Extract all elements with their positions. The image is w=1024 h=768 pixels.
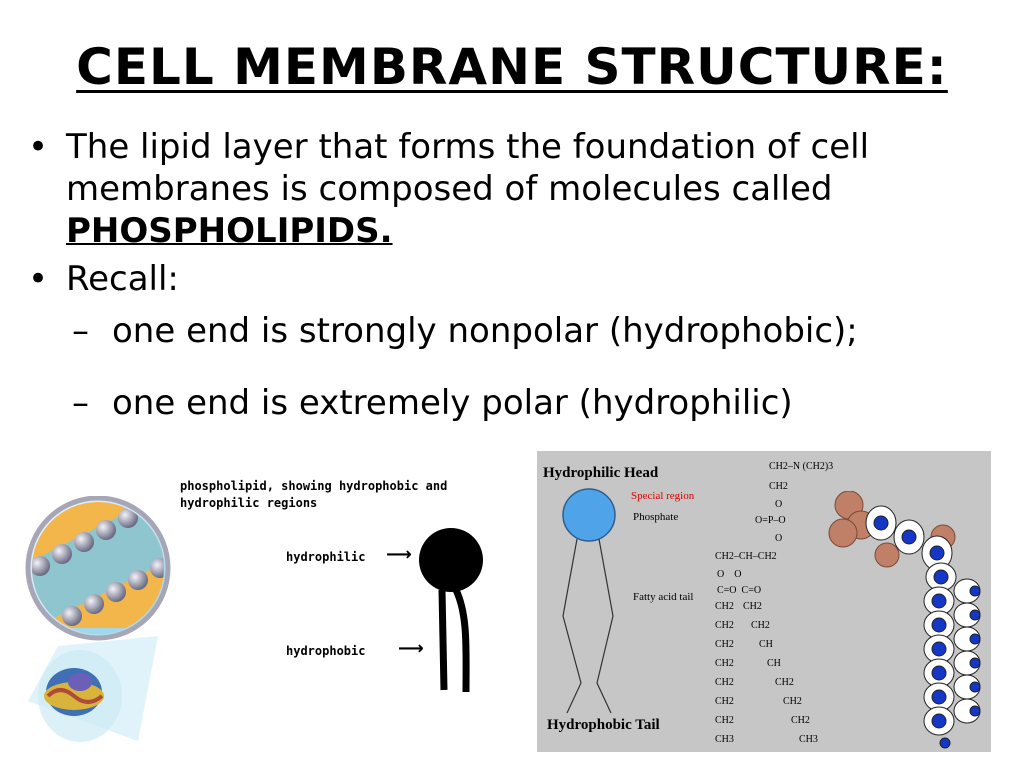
chem-glycerol: CH2–CH–CH2	[715, 551, 777, 562]
sub-bullet-text: one end is extremely polar (hydrophilic)	[112, 383, 793, 423]
chain-group: CH2	[791, 715, 810, 726]
bullet-marker: •	[28, 127, 49, 167]
phospholipid-structure-figure: Hydrophilic Head Special region Phosphat…	[537, 451, 991, 752]
phospholipid-icon	[419, 528, 483, 693]
fatty-acid-tail-label: Fatty acid tail	[633, 591, 694, 603]
bilayer-model	[828, 491, 981, 749]
chem-ester-oxygens: O O	[717, 569, 742, 580]
arrow-icon: ⟶	[386, 544, 412, 565]
chain-group: CH2	[783, 696, 802, 707]
sub-bullet-text: one end is strongly nonpolar (hydrophobi…	[112, 311, 858, 351]
dash-marker: –	[72, 383, 89, 423]
phosphate-label: Phosphate	[633, 511, 679, 523]
chain-group: CH3	[799, 734, 818, 745]
dash-marker: –	[72, 311, 89, 351]
chain-group: CH2	[715, 639, 734, 650]
hydrophobic-label: hydrophobic	[286, 644, 366, 658]
chem-oxygen: O	[775, 533, 783, 544]
chain-group: CH2	[715, 620, 734, 631]
chain-group: CH	[759, 639, 773, 650]
chem-carbonyls: C=O C=O	[717, 585, 762, 596]
bullet-text: The lipid layer that forms the foundatio…	[66, 127, 870, 209]
chain-group: CH2	[715, 696, 734, 707]
bullet-text: Recall:	[66, 259, 179, 299]
arrow-icon: ⟶	[398, 638, 424, 659]
hydrophilic-label: hydrophilic	[286, 550, 366, 564]
hydrophilic-head-label: Hydrophilic Head	[543, 465, 659, 481]
chain-group: CH2	[715, 677, 734, 688]
chain-group: CH2	[743, 601, 762, 612]
bullet-marker: •	[28, 259, 49, 299]
slide-title: CELL MEMBRANE STRUCTURE:	[76, 38, 948, 96]
chain-group: CH2	[775, 677, 794, 688]
hydrophobic-tail-label: Hydrophobic Tail	[547, 717, 660, 733]
chem-ch2: CH2	[769, 481, 788, 492]
chain-group: CH	[767, 658, 781, 669]
bullet-item-phospholipids: • The lipid layer that forms the foundat…	[28, 126, 1008, 252]
chain-group: CH3	[715, 734, 734, 745]
sub-bullet-nonpolar: – one end is strongly nonpolar (hydropho…	[28, 310, 1008, 352]
cell-membrane-illustration	[18, 495, 178, 756]
chain-group: CH2	[715, 658, 734, 669]
chem-choline: CH2–N (CH2)3	[769, 461, 834, 472]
chain-group: CH2	[751, 620, 770, 631]
key-term: PHOSPHOLIPIDS.	[66, 211, 393, 251]
chain-group: CH2	[715, 715, 734, 726]
schematic-phospholipid	[562, 488, 616, 714]
special-region-label: Special region	[631, 490, 695, 502]
chain-group: CH2	[715, 601, 734, 612]
chem-phosphate: O=P–O	[755, 515, 786, 526]
bullet-list: • The lipid layer that forms the foundat…	[28, 126, 1008, 424]
chem-oxygen: O	[775, 499, 783, 510]
bullet-item-recall: • Recall:	[28, 258, 1008, 300]
diagram-caption: phospholipid, showing hydrophobic and hy…	[180, 479, 448, 510]
sub-bullet-polar: – one end is extremely polar (hydrophili…	[28, 382, 1008, 424]
phospholipid-diagram: phospholipid, showing hydrophobic and hy…	[176, 470, 496, 710]
